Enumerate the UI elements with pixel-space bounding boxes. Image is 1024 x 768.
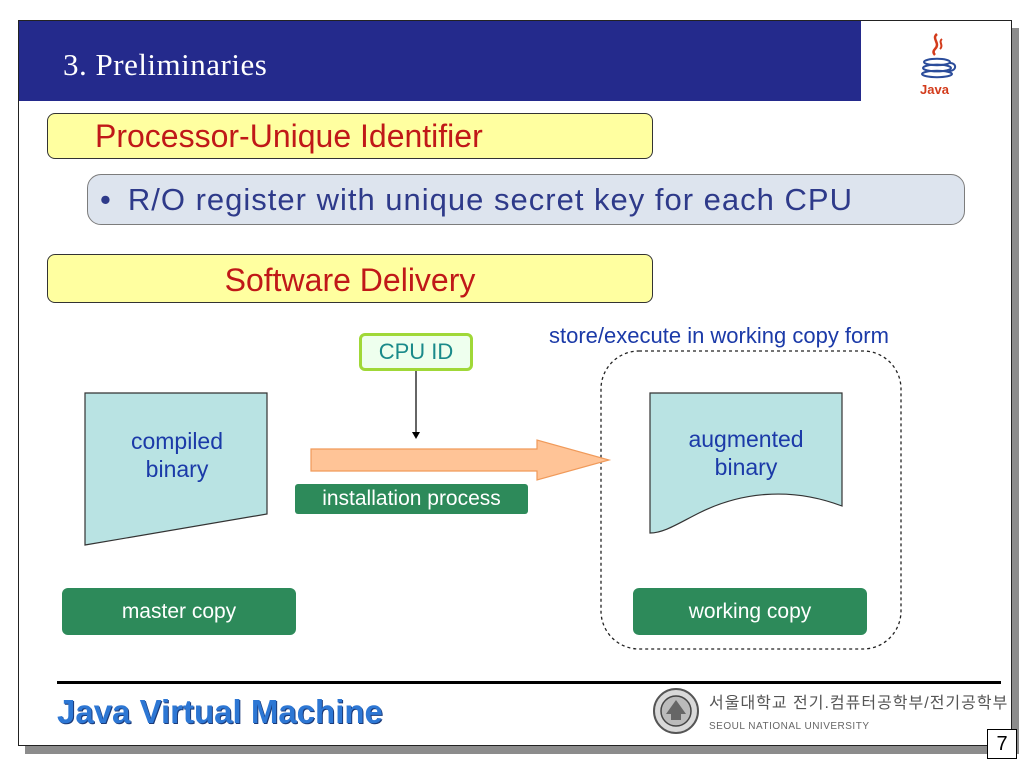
compiled-line-2: binary (145, 456, 209, 482)
heading-software-delivery: Software Delivery (47, 254, 653, 303)
slide: 3. Preliminaries Java Processor-Unique I… (18, 20, 1012, 746)
installation-arrow (310, 439, 612, 481)
footer-title: Java Virtual Machine (57, 693, 383, 730)
compiled-binary-label: compiled binary (111, 427, 243, 483)
university-name-english: SEOUL NATIONAL UNIVERSITY (709, 721, 870, 732)
augmented-line-1: augmented (688, 426, 804, 452)
java-logo: Java (913, 31, 963, 97)
cpu-id-arrowhead (412, 432, 420, 439)
bullet-box: • R/O register with unique secret key for… (87, 174, 965, 225)
master-copy-label: master copy (62, 588, 296, 635)
footer-divider (57, 681, 1001, 684)
compiled-line-1: compiled (130, 428, 224, 454)
slide-title: 3. Preliminaries (63, 47, 268, 82)
delivery-diagram (84, 350, 902, 650)
heading-processor-unique-identifier: Processor-Unique Identifier (47, 113, 653, 159)
installation-process-label: installation process (295, 484, 528, 514)
augmented-line-2: binary (714, 454, 778, 480)
java-logo-text: Java (920, 82, 949, 97)
compiled-binary-shape (84, 392, 268, 546)
snu-emblem-icon (653, 688, 699, 734)
bullet-text: R/O register with unique secret key for … (127, 182, 853, 217)
title-bar: 3. Preliminaries (19, 21, 861, 101)
page-number: 7 (987, 729, 1017, 759)
university-name-korean: 서울대학교 전기.컴퓨터공학부/전기공학부 (709, 695, 1009, 712)
java-cup-icon (921, 33, 957, 79)
augmented-binary-shape (649, 392, 843, 534)
cpu-id-box: CPU ID (359, 333, 473, 371)
store-execute-label: store/execute in working copy form (549, 323, 889, 348)
augmented-binary-label: augmented binary (669, 425, 823, 481)
bullet-marker: • (100, 182, 112, 217)
working-copy-label: working copy (633, 588, 867, 635)
